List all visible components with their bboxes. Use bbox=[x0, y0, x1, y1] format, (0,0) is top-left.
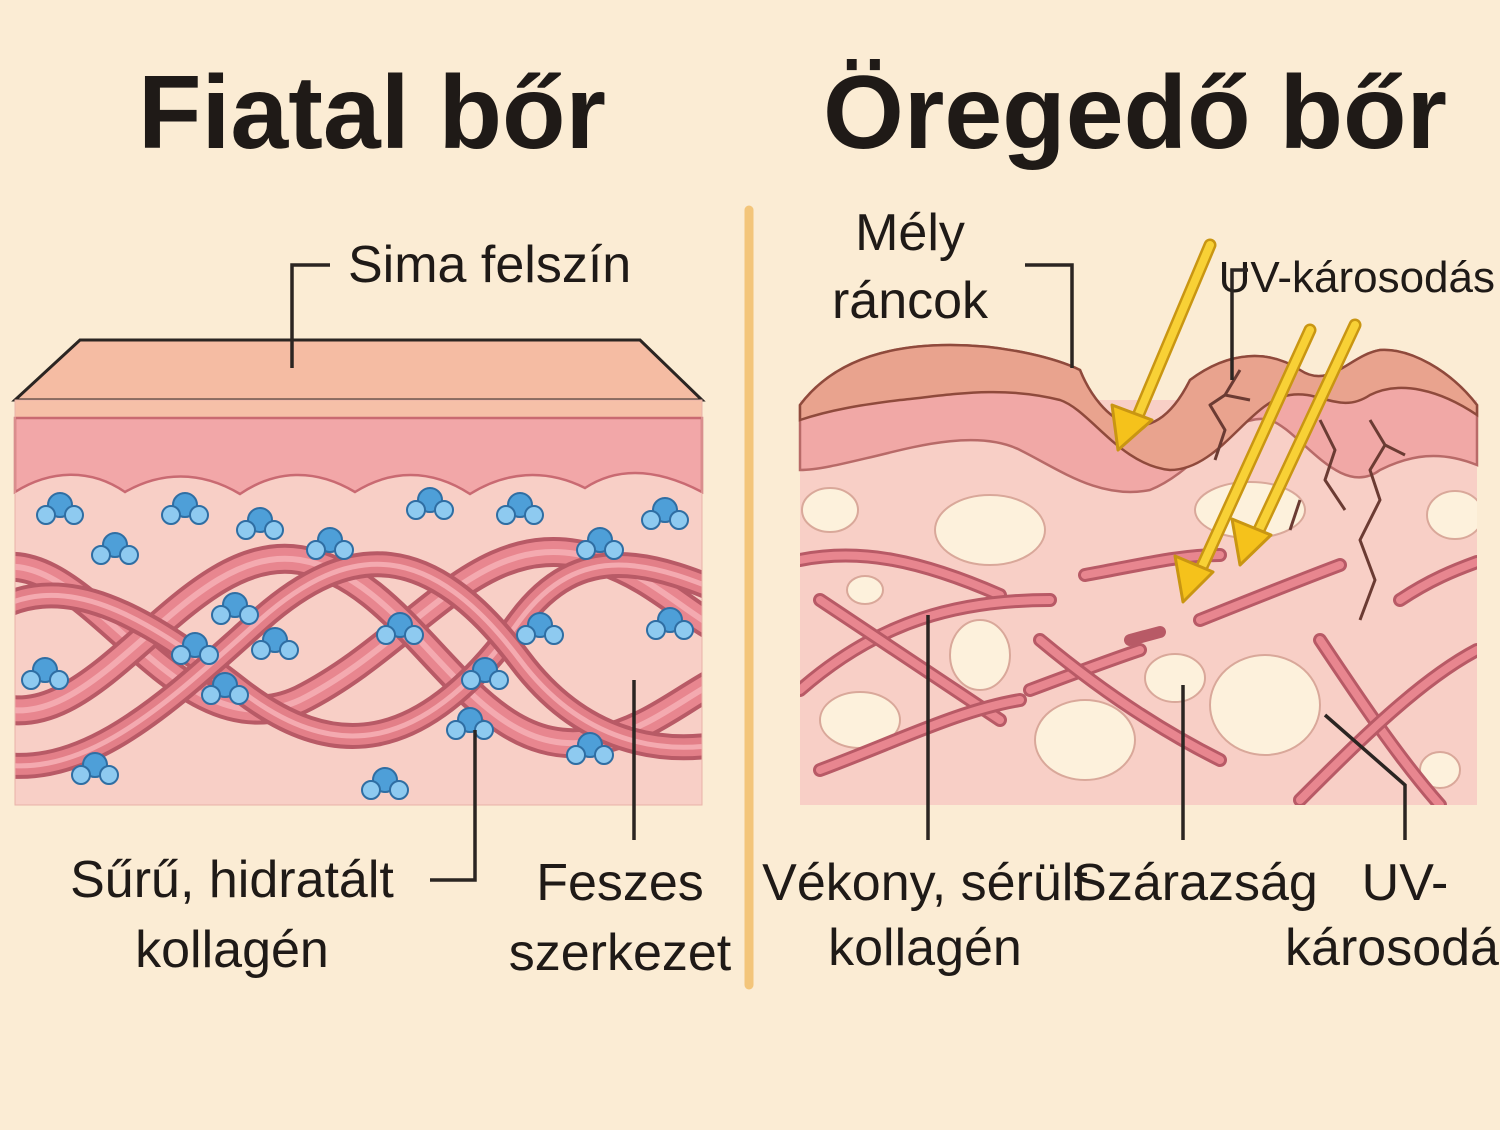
label-deep-wrinkles-line1: Mély bbox=[855, 204, 965, 262]
label-firm-structure-line1: Feszes bbox=[536, 854, 704, 912]
label-thin-collagen-line1: Vékony, sérült bbox=[762, 854, 1088, 912]
label-uv-damage-top: UV-károsodás bbox=[1219, 253, 1495, 302]
label-dense-collagen-line2: kollagén bbox=[135, 921, 329, 979]
young-skin-block bbox=[0, 340, 740, 805]
label-thin-collagen-line2: kollagén bbox=[828, 919, 1022, 977]
label-smooth-surface: Sima felszín bbox=[348, 236, 631, 294]
label-dense-collagen-line1: Sűrű, hidratált bbox=[70, 851, 394, 909]
leader-deep-wrinkles bbox=[1025, 265, 1072, 368]
young-epidermis-top bbox=[15, 340, 702, 400]
label-firm-structure-line2: szerkezet bbox=[509, 924, 732, 982]
title-young-skin: Fiatal bőr bbox=[138, 55, 606, 171]
young-epidermis-layer bbox=[15, 400, 702, 418]
label-uv-damage-line1: UV- bbox=[1362, 854, 1449, 912]
title-aging-skin: Öregedő bőr bbox=[823, 55, 1447, 171]
label-uv-damage-line2: károsodás bbox=[1285, 919, 1500, 977]
label-dryness: Szárazság bbox=[1072, 854, 1318, 912]
label-deep-wrinkles-line2: ráncok bbox=[832, 272, 989, 330]
